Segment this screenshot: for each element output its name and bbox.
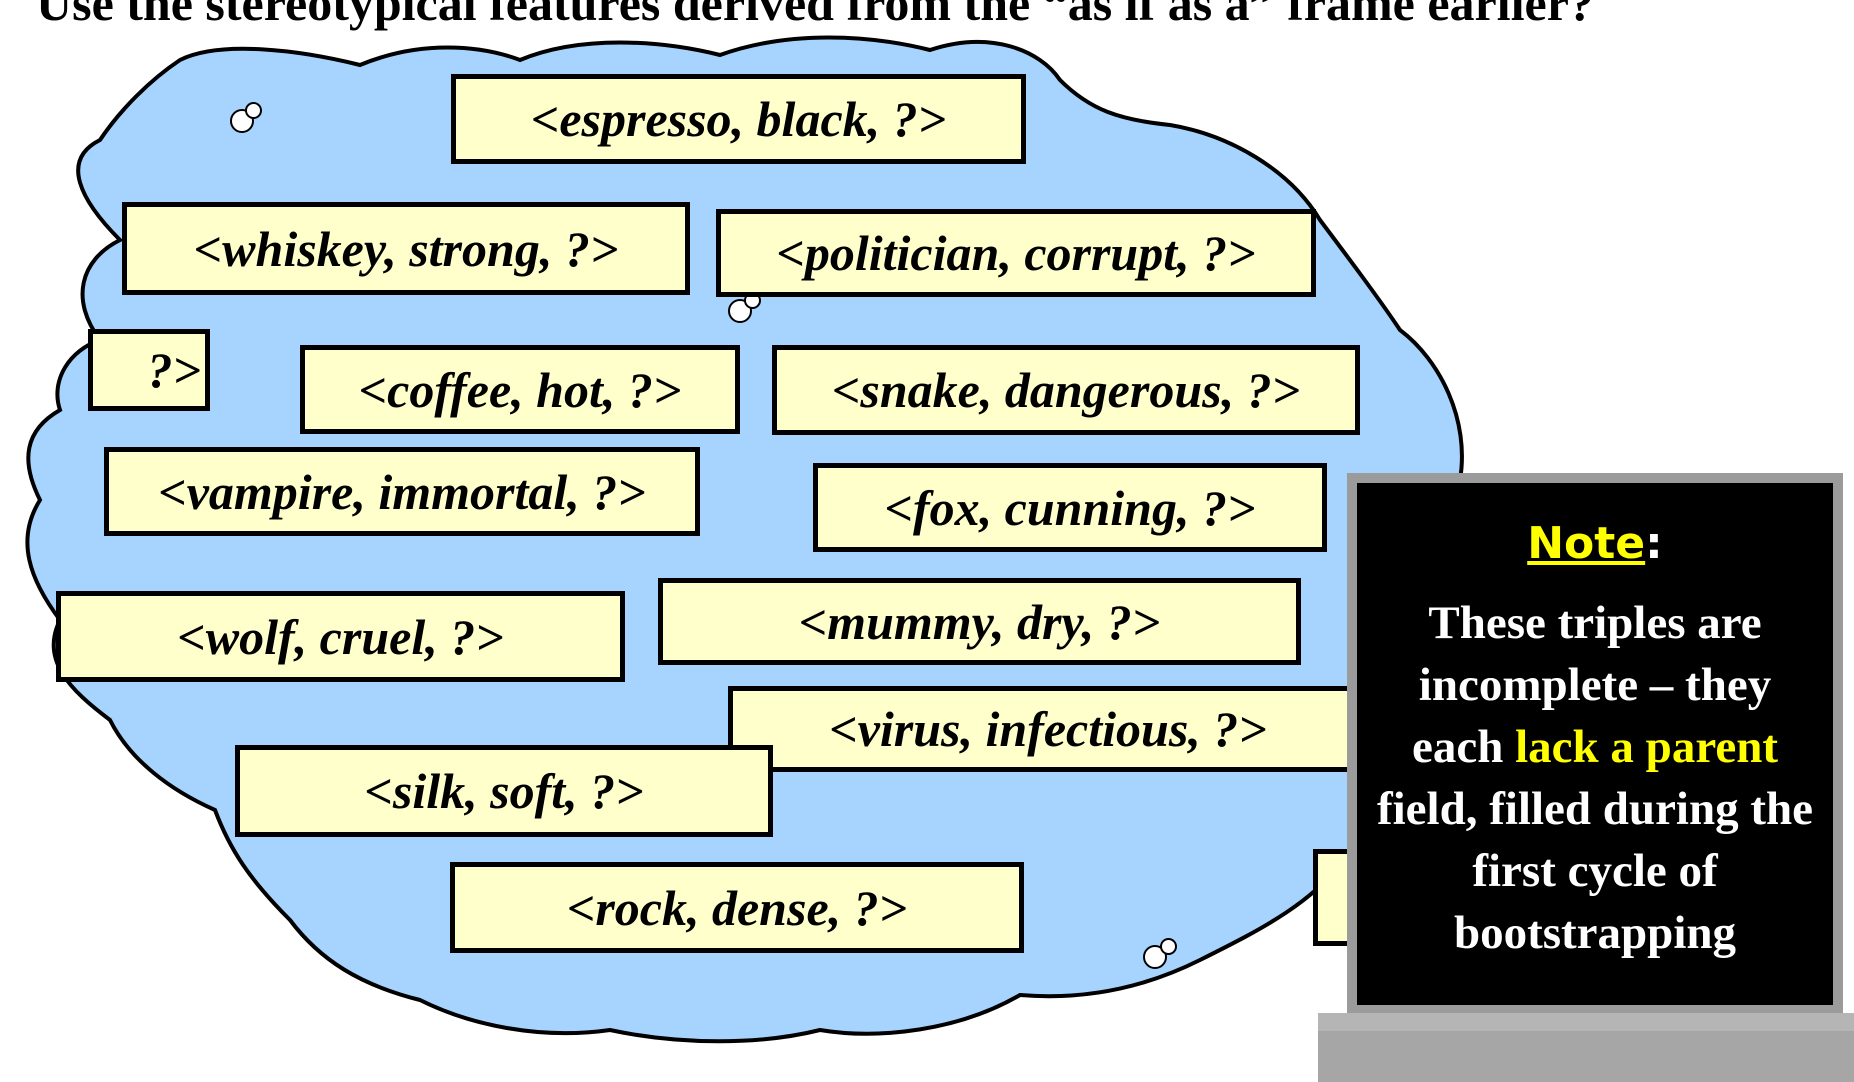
slide-title: Use the stereotypical features derived f… bbox=[36, 0, 1594, 31]
kiosk-base-top bbox=[1318, 1013, 1854, 1031]
triple-box: <silk, soft, ?> bbox=[235, 745, 773, 837]
thought-bubble-1b bbox=[245, 102, 262, 119]
note-title: Note: bbox=[1527, 518, 1663, 569]
triple-box: <coffee, hot, ?> bbox=[300, 345, 740, 434]
triple-box: <virus, infectious, ?> bbox=[728, 686, 1368, 772]
note-screen bbox=[1357, 483, 1833, 1005]
triple-box: <espresso, black, ?> bbox=[451, 74, 1026, 164]
triple-box: <vampire, immortal, ?> bbox=[104, 447, 700, 536]
note-highlight: lack a parent bbox=[1515, 721, 1778, 773]
triple-box: <fox, cunning, ?> bbox=[813, 463, 1327, 552]
triple-box: <snake, dangerous, ?> bbox=[772, 345, 1360, 435]
triple-box: <whiskey, strong, ?> bbox=[122, 202, 690, 295]
triple-box-partial: ?> bbox=[88, 329, 210, 411]
triple-box: <politician, corrupt, ?> bbox=[716, 209, 1316, 297]
thought-bubble-3b bbox=[1160, 938, 1177, 955]
triple-box: <mummy, dry, ?> bbox=[658, 578, 1301, 665]
note-body: These triples are incomplete – they each… bbox=[1376, 597, 1814, 959]
triple-box: <rock, dense, ?> bbox=[450, 862, 1024, 953]
kiosk-base bbox=[1318, 1031, 1854, 1082]
triple-box: <wolf, cruel, ?> bbox=[56, 591, 625, 682]
